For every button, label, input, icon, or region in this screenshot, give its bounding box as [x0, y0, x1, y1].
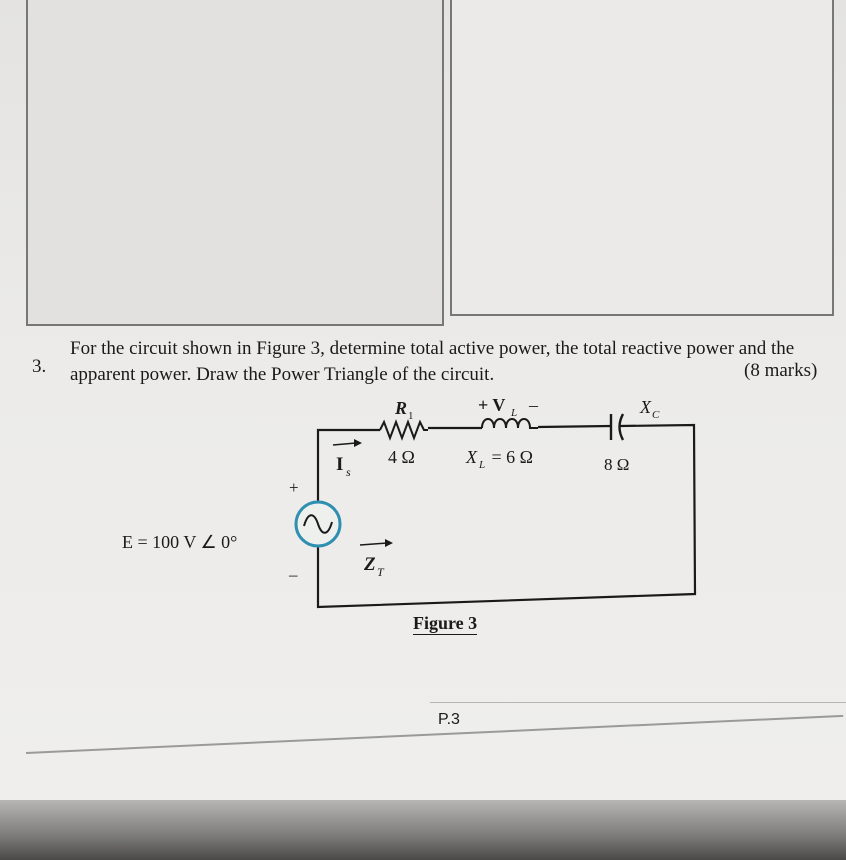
current-arrow [332, 439, 362, 447]
capacitor-xc-symbol [609, 413, 625, 441]
wire-return [316, 423, 697, 609]
question-number: 3. [32, 356, 47, 377]
resistor-r1-symbol [379, 419, 428, 441]
source-plus-sign: + [289, 478, 299, 497]
vl-minus-sign: – [528, 395, 539, 415]
xc-value: 8 Ω [604, 455, 629, 474]
ac-source-symbol [294, 500, 342, 548]
impedance-subscript: T [377, 565, 385, 579]
background-surface [0, 800, 846, 860]
vl-label: + V [478, 395, 505, 415]
question-marks: (8 marks) [744, 360, 818, 381]
xl-label: X [465, 447, 478, 467]
circuit-wires [316, 423, 697, 609]
worksheet-page: 3. For the circuit shown in Figure 3, de… [0, 0, 846, 800]
source-voltage-label: E = 100 V ∠ 0° [122, 532, 237, 552]
source-minus-sign: – [288, 565, 298, 584]
answer-box-left [26, 0, 444, 326]
impedance-arrow [359, 539, 393, 547]
figure-caption: Figure 3 [413, 613, 478, 635]
question-text-line2: apparent power. Draw the Power Triangle … [70, 364, 495, 385]
footer-line-upper [430, 702, 846, 703]
xc-subscript: C [652, 409, 660, 421]
xl-value: = 6 Ω [487, 447, 533, 467]
xl-subscript: L [478, 459, 485, 471]
r1-value: 4 Ω [388, 447, 415, 467]
r1-subscript: 1 [408, 410, 414, 422]
wire-left-top [316, 428, 380, 505]
question-text-line1: For the circuit shown in Figure 3, deter… [70, 338, 795, 359]
current-label: I [336, 454, 343, 475]
answer-box-right [450, 0, 834, 316]
r1-label: R [394, 398, 407, 418]
xc-label: X [639, 397, 652, 417]
impedance-label: Z [363, 554, 376, 575]
page-number: P.3 [438, 711, 460, 728]
circuit-diagram: E = 100 V ∠ 0° + – I s Z T R 1 4 Ω + V L… [122, 395, 697, 609]
inductor-xl-symbol [481, 418, 538, 429]
current-subscript: s [346, 465, 351, 479]
vl-subscript: L [510, 407, 517, 419]
wire-l-to-c [537, 424, 612, 429]
